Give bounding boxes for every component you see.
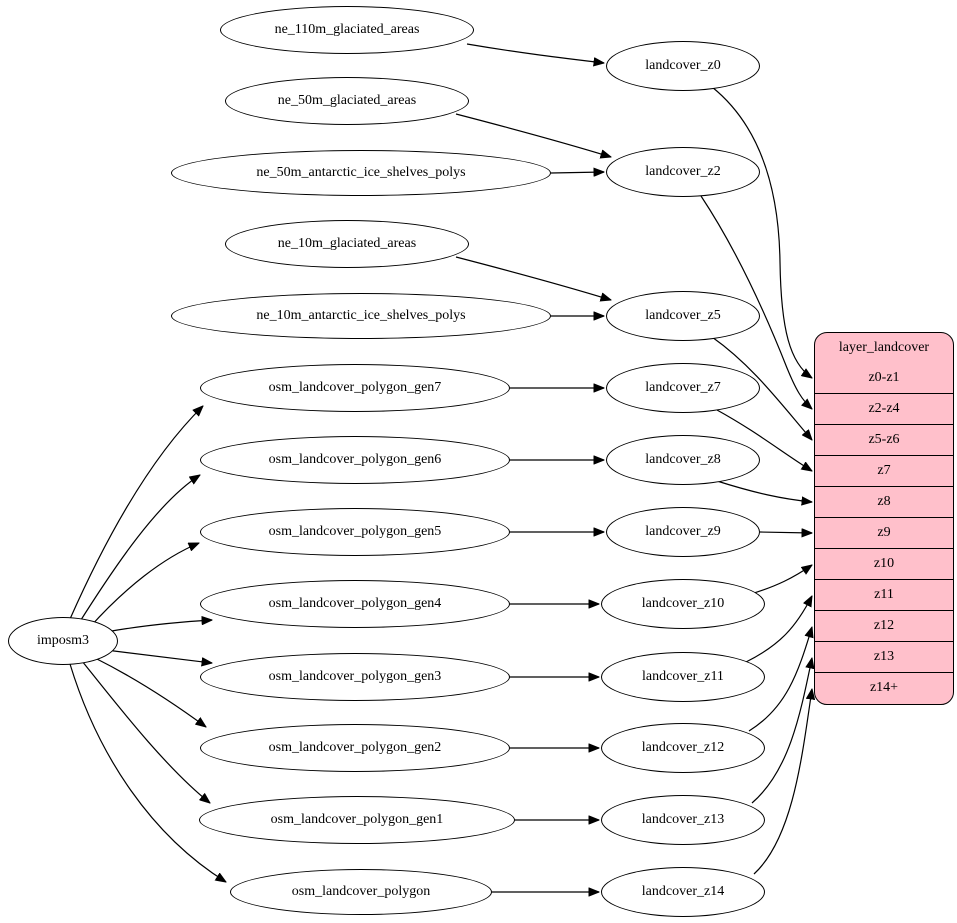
node-landcover_z14: landcover_z14: [601, 867, 765, 917]
node-osm_landcover_polygon_gen2: osm_landcover_polygon_gen2: [200, 724, 510, 772]
record-row-z13: z13: [815, 641, 953, 672]
edge-imposm3-to-osm_landcover_polygon_gen6: [78, 475, 200, 624]
record-row-z14+: z14+: [815, 672, 953, 703]
record-row-z12: z12: [815, 610, 953, 641]
edge-ne_50m_glaciated_areas-to-landcover_z2: [455, 113, 611, 157]
node-landcover_z8: landcover_z8: [606, 435, 760, 485]
edge-landcover_z11-to-layer_landcover-z11: [745, 596, 812, 663]
edge-imposm3-to-osm_landcover_polygon_gen7: [69, 406, 203, 620]
record-row-z0-z1: z0-z1: [868, 370, 900, 385]
edge-imposm3-to-osm_landcover_polygon_gen1: [81, 660, 210, 803]
edge-landcover_z9-to-layer_landcover-z9: [759, 532, 812, 533]
edge-landcover_z7-to-layer_landcover-z7: [716, 409, 812, 471]
edge-landcover_z14-to-layer_landcover-z14+: [753, 689, 812, 875]
node-ne_10m_glaciated_areas: ne_10m_glaciated_areas: [225, 220, 469, 268]
node-ne_50m_glaciated_areas: ne_50m_glaciated_areas: [225, 77, 469, 125]
record-row-z7: z7: [815, 455, 953, 486]
edge-imposm3-to-osm_landcover_polygon_gen5: [89, 542, 199, 628]
edge-landcover_z0-to-layer_landcover-z0-z1: [711, 86, 812, 378]
node-osm_landcover_polygon: osm_landcover_polygon: [230, 869, 492, 915]
node-landcover_z7: landcover_z7: [606, 363, 760, 413]
edge-imposm3-to-osm_landcover_polygon_gen2: [94, 657, 206, 727]
record-row-z8: z8: [815, 486, 953, 517]
record-row-z10: z10: [815, 548, 953, 579]
edge-landcover_z12-to-layer_landcover-z12: [748, 627, 812, 732]
node-landcover_z11: landcover_z11: [601, 652, 765, 702]
edge-ne_50m_antarctic_ice_shelves_polys-to-landcover_z2: [550, 172, 604, 173]
edge-landcover_z2-to-layer_landcover-z2-z4: [700, 195, 812, 409]
edge-imposm3-to-osm_landcover_polygon: [69, 663, 226, 882]
node-landcover_z9: landcover_z9: [606, 507, 760, 557]
record-title: layer_landcover: [838, 340, 930, 355]
edge-landcover_z13-to-layer_landcover-z13: [751, 658, 812, 804]
edge-imposm3-to-osm_landcover_polygon_gen3: [105, 649, 212, 663]
node-landcover_z13: landcover_z13: [601, 795, 765, 845]
edge-landcover_z10-to-layer_landcover-z10: [750, 565, 812, 595]
record-row-z2-z4: z2-z4: [815, 393, 953, 424]
node-landcover_z12: landcover_z12: [601, 723, 765, 773]
edge-landcover_z8-to-layer_landcover-z8: [716, 480, 812, 502]
edge-landcover_z5-to-layer_landcover-z5-z6: [711, 336, 812, 440]
node-landcover_z2: landcover_z2: [606, 147, 760, 197]
node-osm_landcover_polygon_gen1: osm_landcover_polygon_gen1: [199, 796, 515, 844]
edge-ne_110m_glaciated_areas-to-landcover_z0: [466, 43, 604, 63]
edge-ne_10m_glaciated_areas-to-landcover_z5: [455, 256, 611, 300]
node-osm_landcover_polygon_gen6: osm_landcover_polygon_gen6: [200, 436, 510, 484]
node-osm_landcover_polygon_gen4: osm_landcover_polygon_gen4: [200, 580, 510, 628]
edge-imposm3-to-osm_landcover_polygon_gen4: [105, 620, 212, 633]
record-row-z5-z6: z5-z6: [815, 424, 953, 455]
node-ne_10m_antarctic_ice_shelves_polys: ne_10m_antarctic_ice_shelves_polys: [171, 293, 551, 339]
record-row-z11: z11: [815, 579, 953, 610]
node-ne_50m_antarctic_ice_shelves_polys: ne_50m_antarctic_ice_shelves_polys: [171, 150, 551, 196]
node-osm_landcover_polygon_gen3: osm_landcover_polygon_gen3: [200, 653, 510, 701]
node-osm_landcover_polygon_gen7: osm_landcover_polygon_gen7: [200, 364, 510, 412]
node-osm_landcover_polygon_gen5: osm_landcover_polygon_gen5: [200, 508, 510, 556]
node-ne_110m_glaciated_areas: ne_110m_glaciated_areas: [220, 6, 474, 54]
node-landcover_z5: landcover_z5: [606, 291, 760, 341]
node-landcover_z10: landcover_z10: [601, 579, 765, 629]
record-row-z9: z9: [815, 517, 953, 548]
node-imposm3: imposm3: [8, 617, 118, 665]
node-landcover_z0: landcover_z0: [606, 41, 760, 91]
